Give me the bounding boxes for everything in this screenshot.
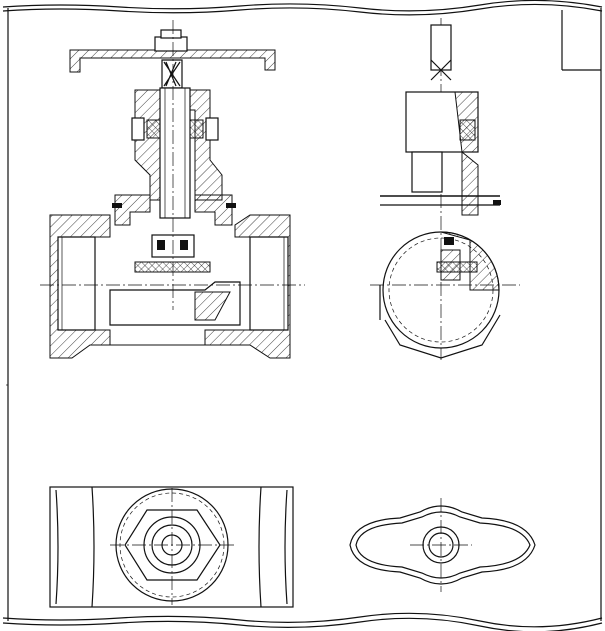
bonnet-right	[189, 89, 223, 201]
side-section-view	[370, 18, 520, 360]
handwheel-view	[349, 498, 536, 592]
front-section-view	[40, 20, 305, 359]
top-view	[49, 486, 294, 608]
bonnet-left	[134, 89, 161, 201]
handwheel-rim	[69, 49, 276, 73]
valve-disc	[134, 261, 211, 273]
stem	[159, 87, 191, 219]
stem-nut	[154, 36, 188, 52]
